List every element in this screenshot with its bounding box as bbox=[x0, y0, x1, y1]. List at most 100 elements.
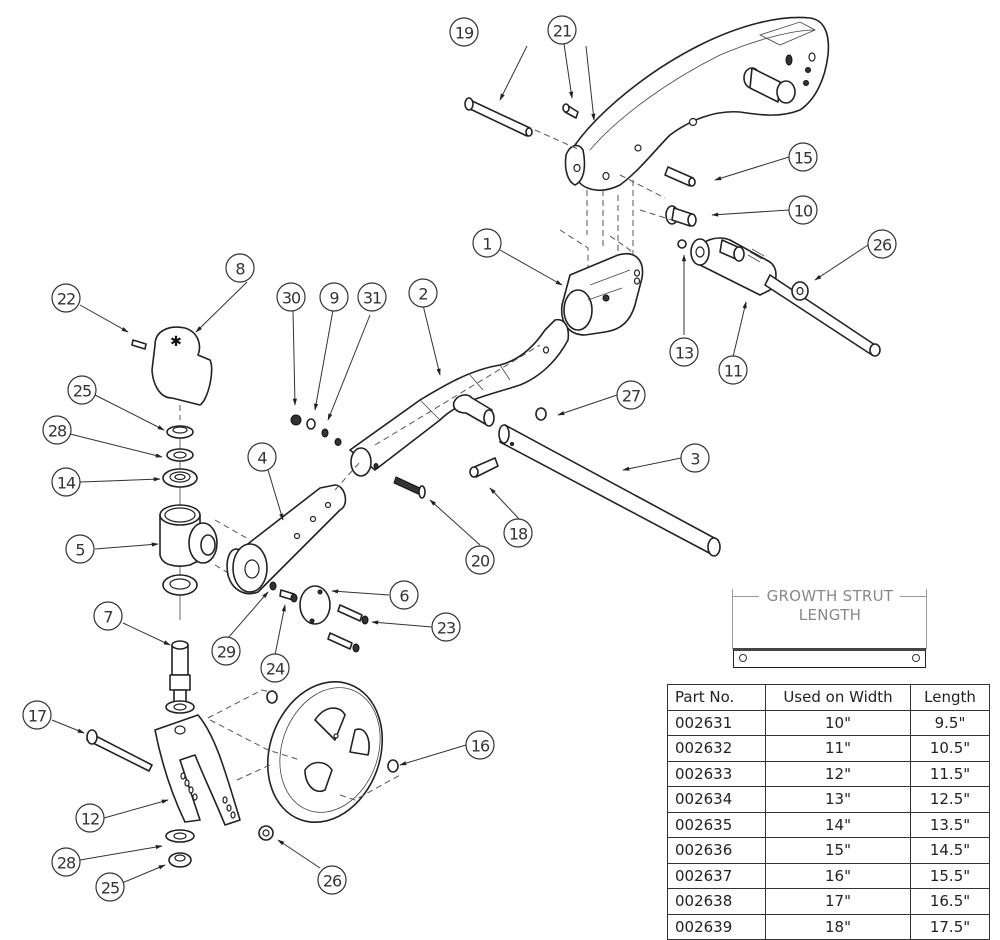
callout-label: 30 bbox=[282, 289, 301, 308]
callout-circle bbox=[211, 636, 241, 666]
cell-part-no: 002634 bbox=[667, 786, 766, 813]
callout-circle bbox=[449, 17, 479, 47]
callout-circle bbox=[42, 415, 72, 445]
leader-28-top bbox=[69, 433, 163, 458]
callout-label: 31 bbox=[363, 289, 381, 308]
leader-18 bbox=[489, 487, 521, 521]
cell-part-no: 002633 bbox=[667, 760, 766, 787]
cell-part-no: 002632 bbox=[667, 735, 766, 762]
callout-15: 15 bbox=[788, 142, 818, 172]
part-12-fork bbox=[154, 714, 241, 826]
callout-label: 24 bbox=[266, 660, 285, 679]
caster-wheel bbox=[266, 680, 384, 824]
leader-11 bbox=[732, 301, 747, 358]
callout-26a: 26 bbox=[867, 229, 897, 259]
callout-label: 22 bbox=[57, 290, 75, 309]
leader-8 bbox=[195, 281, 248, 333]
callout-21: 21 bbox=[547, 15, 577, 45]
leader-1 bbox=[499, 249, 563, 286]
part-20-bolt bbox=[393, 476, 426, 499]
callout-label: 23 bbox=[437, 619, 455, 638]
part-3-strut-tube bbox=[498, 424, 721, 557]
cell-length: 12.5" bbox=[910, 786, 990, 813]
cell-part-no: 002639 bbox=[667, 913, 766, 940]
callout-label: 26 bbox=[873, 236, 892, 255]
callout-circle bbox=[51, 467, 81, 497]
leader-25-bottom bbox=[121, 864, 166, 884]
callout-circle bbox=[260, 653, 290, 683]
cell-length: 16.5" bbox=[910, 888, 990, 915]
callout-label: 29 bbox=[217, 643, 236, 662]
callout-circle bbox=[93, 601, 123, 631]
cell-used-on-width: 14" bbox=[765, 811, 911, 838]
cell-used-on-width: 11" bbox=[765, 735, 911, 762]
callout-label: 25 bbox=[101, 879, 119, 898]
dimension-line-left bbox=[732, 589, 733, 649]
leader-15 bbox=[714, 156, 790, 181]
cell-part-no: 002631 bbox=[667, 709, 766, 736]
leader-9 bbox=[314, 309, 334, 411]
part-31b-washer bbox=[334, 438, 342, 446]
callout-circle bbox=[788, 195, 818, 225]
callout-label: 14 bbox=[57, 474, 76, 493]
callout-17: 17 bbox=[22, 700, 52, 730]
callout-14: 14 bbox=[51, 467, 81, 497]
callout-label: 27 bbox=[622, 387, 640, 406]
callout-22: 22 bbox=[51, 283, 81, 313]
part-6-end-cap bbox=[299, 585, 331, 625]
part-25-nut-top bbox=[166, 425, 194, 439]
callout-8: 8 bbox=[225, 253, 255, 283]
part-26-nut-bottom bbox=[258, 825, 274, 841]
part-28-washer-bottom bbox=[165, 829, 195, 843]
callout-20: 20 bbox=[465, 545, 495, 575]
callout-circle bbox=[51, 847, 81, 877]
part-16-spacer-left bbox=[266, 690, 278, 704]
leader-14 bbox=[79, 477, 161, 483]
leader-7 bbox=[122, 622, 171, 646]
callout-25b: 25 bbox=[95, 872, 125, 902]
callout-label: 10 bbox=[794, 202, 813, 221]
part-17-axle-bolt bbox=[86, 729, 153, 772]
growth-strut-label: GROWTH STRUT LENGTH bbox=[730, 587, 930, 625]
callout-24: 24 bbox=[260, 653, 290, 683]
callout-31: 31 bbox=[357, 282, 387, 312]
leader-17 bbox=[51, 719, 85, 734]
strut-hole-right-icon bbox=[912, 654, 920, 662]
cell-used-on-width: 12" bbox=[765, 760, 911, 787]
part-21-screw bbox=[562, 103, 579, 119]
part-drawings: ✱ bbox=[86, 16, 881, 868]
cell-length: 15.5" bbox=[910, 862, 990, 889]
cell-used-on-width: 17" bbox=[765, 888, 911, 915]
callout-2: 2 bbox=[408, 278, 438, 308]
callout-label: 4 bbox=[257, 449, 267, 468]
leader-19b bbox=[499, 45, 528, 101]
leader-30 bbox=[292, 309, 297, 406]
part-25-nut-bottom bbox=[168, 852, 192, 868]
part-2-frame-tube bbox=[349, 318, 570, 477]
callout-7: 7 bbox=[93, 601, 123, 631]
part-23-bolts bbox=[327, 604, 369, 653]
leader-28-bottom bbox=[79, 844, 163, 861]
callout-bubbles: 1234567891011121314151617181920212223242… bbox=[22, 15, 897, 902]
part-24-bolt bbox=[279, 589, 298, 603]
callout-label: 26 bbox=[323, 872, 342, 891]
leader-27 bbox=[557, 394, 618, 416]
cell-part-no: 002637 bbox=[667, 862, 766, 889]
callout-label: 8 bbox=[235, 260, 245, 279]
callout-13: 13 bbox=[669, 337, 699, 367]
cell-length: 11.5" bbox=[910, 760, 990, 787]
callout-circle bbox=[95, 872, 125, 902]
cell-length: 17.5" bbox=[910, 913, 990, 940]
callout-label: 17 bbox=[28, 707, 46, 726]
cell-used-on-width: 10" bbox=[765, 709, 911, 736]
arm-pivot-pin bbox=[743, 67, 796, 104]
leader-24 bbox=[274, 604, 286, 656]
callout-label: 6 bbox=[399, 587, 409, 606]
part-22-screw bbox=[131, 339, 147, 350]
part-7-caster-stem bbox=[169, 640, 191, 706]
part-5-caster-housing bbox=[159, 504, 251, 581]
